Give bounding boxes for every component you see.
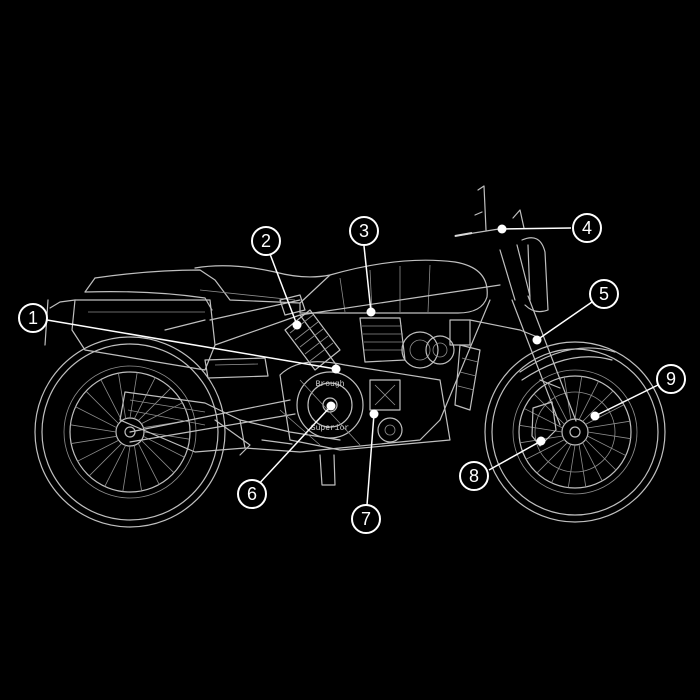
dot-3 <box>366 307 376 317</box>
leader-7 <box>366 413 375 506</box>
frame <box>209 284 521 421</box>
leader-lines <box>46 227 659 506</box>
wheel-spoke <box>582 390 614 422</box>
wheel-spoke <box>585 439 617 471</box>
leader-4 <box>501 227 572 230</box>
wheel-spoke <box>582 442 603 482</box>
callout-2[interactable]: 2 <box>251 226 281 256</box>
target-dots <box>292 224 600 446</box>
seat <box>84 265 331 311</box>
wheel-spoke <box>122 445 131 492</box>
leader-5 <box>536 301 593 341</box>
engine-brand-top: Brough <box>316 380 345 389</box>
front-fender <box>519 347 616 373</box>
callout-4-label: 4 <box>582 218 592 238</box>
callouts: 1 2 3 4 5 6 7 8 <box>18 213 686 534</box>
wheel-spoke <box>77 439 119 462</box>
wheel-spoke <box>104 445 127 487</box>
callout-1[interactable]: 1 <box>18 303 48 333</box>
callout-6[interactable]: 6 <box>237 479 267 509</box>
dot-7 <box>369 409 379 419</box>
dot-1 <box>331 364 341 374</box>
callout-4[interactable]: 4 <box>572 213 602 243</box>
callout-5-label: 5 <box>599 284 609 304</box>
dot-2 <box>292 320 302 330</box>
wheel-spoke <box>141 402 183 425</box>
front-wheel <box>484 341 666 523</box>
wheel-spoke <box>551 444 572 483</box>
callout-3[interactable]: 3 <box>349 216 379 246</box>
wheel-spoke <box>143 435 185 458</box>
swingarm <box>129 399 296 456</box>
wheel-spoke <box>533 393 565 425</box>
tail-unit <box>44 299 216 371</box>
leader-8 <box>488 440 542 471</box>
dot-4 <box>497 224 507 234</box>
wheel-spoke <box>85 390 119 425</box>
leader-2 <box>269 253 298 326</box>
fuel-tank <box>299 259 488 314</box>
wheel-spoke <box>578 444 587 488</box>
callout-9-label: 9 <box>666 369 676 389</box>
wheel-spoke <box>133 377 156 419</box>
dot-5 <box>532 335 542 345</box>
front-fairing <box>512 209 549 313</box>
wheel-spoke <box>547 382 568 422</box>
leader-9 <box>594 384 659 417</box>
leader-1 <box>46 319 337 370</box>
engine-brand-bottom: Superior <box>311 424 350 433</box>
wheel-spoke <box>536 442 568 474</box>
leader-3 <box>363 245 372 313</box>
wheel-spoke <box>587 431 631 440</box>
callout-5[interactable]: 5 <box>589 279 619 309</box>
wheel-spoke <box>88 443 123 477</box>
wheel-spoke <box>574 376 583 420</box>
handlebars <box>454 185 506 237</box>
callout-7[interactable]: 7 <box>351 504 381 534</box>
wheel-spoke <box>587 435 626 456</box>
dot-8 <box>536 436 546 446</box>
callout-8[interactable]: 8 <box>459 461 489 491</box>
wheel-spoke <box>71 435 117 444</box>
wheel-spoke <box>137 443 160 485</box>
wheel-spoke <box>578 381 599 420</box>
wheel-spoke <box>75 406 117 429</box>
wheel-spoke <box>587 420 631 429</box>
wheel-spoke <box>137 387 172 421</box>
front-fender-inner <box>521 356 613 381</box>
wheel-spoke <box>133 445 142 491</box>
callout-8-label: 8 <box>469 466 479 486</box>
wheel-spoke <box>585 404 625 425</box>
callout-7-label: 7 <box>361 509 371 529</box>
leader-6 <box>255 405 332 488</box>
callout-1-label: 1 <box>28 308 38 328</box>
callout-6-label: 6 <box>247 484 257 504</box>
wheel-spoke <box>70 424 117 433</box>
wheel-spoke <box>524 408 563 429</box>
engine: Brough Superior <box>261 294 471 486</box>
dot-6 <box>326 401 336 411</box>
callout-2-label: 2 <box>261 231 271 251</box>
wheel-spoke <box>141 439 175 474</box>
callout-3-label: 3 <box>359 221 369 241</box>
wheel-spoke <box>525 439 565 460</box>
wheel-spoke <box>567 444 576 488</box>
callout-9[interactable]: 9 <box>656 364 686 394</box>
dot-9 <box>590 411 600 421</box>
wheel-spoke <box>118 373 127 419</box>
wheel-spoke <box>100 379 123 421</box>
front-forks <box>499 244 577 426</box>
